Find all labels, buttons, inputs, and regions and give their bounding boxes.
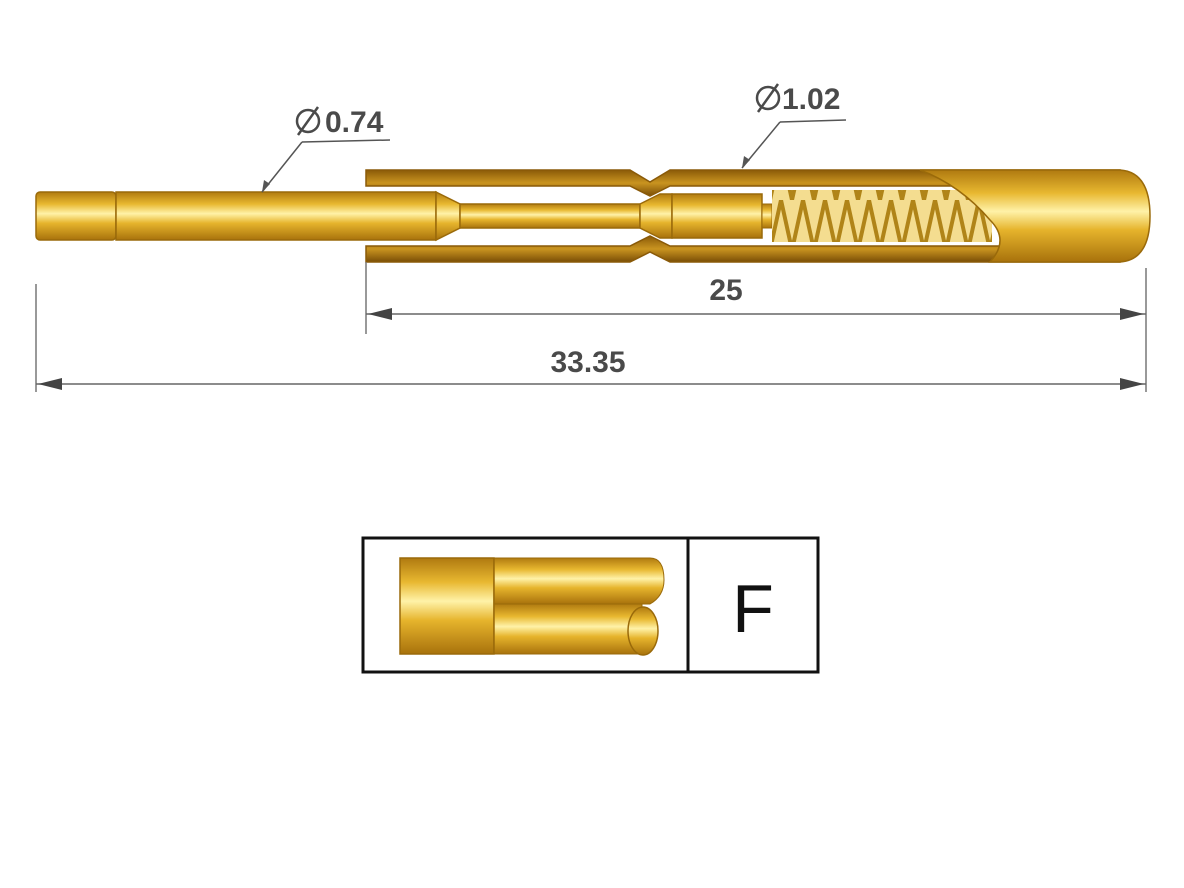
plunger-diameter-callout: 0.74 [261, 106, 391, 193]
barrel [365, 169, 1151, 263]
diameter-icon [755, 85, 781, 111]
spring [772, 190, 992, 242]
barrel-diameter-value: 1.02 [782, 83, 840, 116]
plunger-diameter-value: 0.74 [325, 106, 384, 139]
overall-length-dimension: 33.35 [35, 284, 1147, 392]
tip-style-table: F [361, 536, 820, 674]
barrel-length-dimension: 25 [365, 262, 1147, 334]
barrel-length-value: 25 [709, 274, 742, 307]
tip-style-image [399, 557, 665, 656]
diameter-icon [295, 108, 321, 134]
plunger [35, 190, 773, 242]
barrel-diameter-callout: 1.02 [741, 83, 847, 169]
tip-style-code: F [732, 571, 774, 647]
overall-length-value: 33.35 [550, 346, 625, 379]
